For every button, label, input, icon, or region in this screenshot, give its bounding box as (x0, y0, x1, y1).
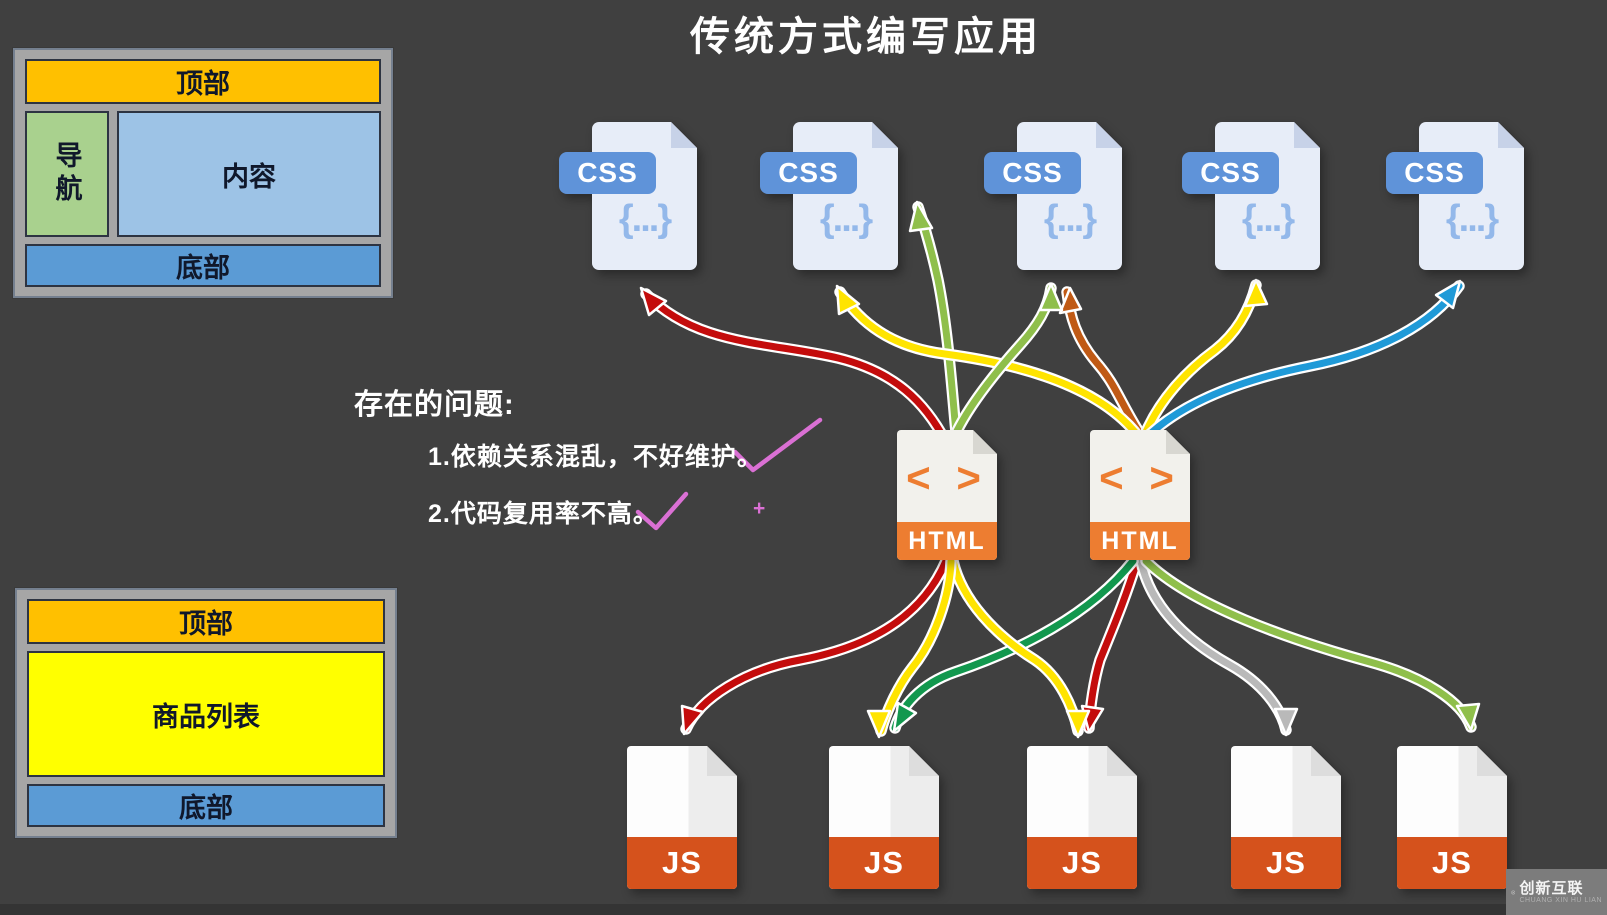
problem-item-2: 2.代码复用率不高。 (428, 500, 659, 528)
page-fold-icon (973, 430, 997, 454)
css-badge: CSS (1386, 152, 1483, 194)
arrow-html2-css5 (1144, 279, 1465, 440)
watermark-text: 创新互联 CHUANG XIN HU LIAN (1519, 879, 1602, 904)
page-fold-icon (1294, 122, 1320, 148)
shop-bottom-bar: 底部 (27, 784, 385, 827)
js-file-icon-3: JS (1027, 746, 1137, 889)
wireframe-content-box: 内容 (117, 111, 381, 237)
pink-plus-annotation: + (753, 497, 766, 520)
arrow-html2-css4 (1140, 278, 1269, 438)
css-file-icon-3: CSS {...} (984, 122, 1122, 270)
wireframe-content-label: 内容 (222, 161, 276, 192)
check-mark-item2 (635, 491, 689, 531)
wireframe-bottom-label: 底部 (176, 253, 230, 283)
js-label-band: JS (1027, 837, 1137, 889)
wireframe-shop-layout: 顶部 商品列表 底部 (15, 588, 397, 838)
arrow-html1-js2 (866, 555, 957, 739)
css-file-icon-1: CSS {...} (559, 122, 697, 270)
shop-top-label: 顶部 (179, 609, 233, 639)
page-fold-icon (1107, 746, 1137, 776)
js-label-band: JS (1397, 837, 1507, 889)
brand-x-icon (1511, 890, 1516, 894)
html-file-icon-1: < > HTML (897, 430, 997, 560)
css-braces-icon: {...} (1043, 198, 1097, 240)
code-chevrons-icon: < > (906, 454, 988, 501)
css-badge: CSS (1182, 152, 1279, 194)
arrow-html2-js5 (1140, 555, 1481, 733)
code-chevrons-icon: < > (1099, 454, 1181, 501)
arrow-html1-css1 (639, 286, 952, 448)
html-label-band: HTML (897, 522, 997, 560)
arrow-html2-js4 (1135, 555, 1299, 737)
page-fold-icon (1498, 122, 1524, 148)
css-badge: CSS (984, 152, 1081, 194)
shop-list-label: 商品列表 (152, 701, 260, 732)
page-fold-icon (1166, 430, 1190, 454)
check-mark-item1 (732, 417, 823, 473)
arrow-html1-css2 (908, 200, 962, 438)
html-label-band: HTML (1090, 522, 1190, 560)
css-braces-icon: {...} (1445, 198, 1499, 240)
shop-bottom-label: 底部 (179, 793, 233, 823)
page-fold-icon (909, 746, 939, 776)
shop-product-list-box: 商品列表 (27, 651, 385, 777)
js-file-icon-2: JS (829, 746, 939, 889)
js-file-icon-5: JS (1397, 746, 1507, 889)
page-fold-icon (671, 122, 697, 148)
page-fold-icon (1096, 122, 1122, 148)
css-file-icon-2: CSS {...} (760, 122, 898, 270)
arrow-html1-js3 (947, 555, 1091, 739)
watermark-subtitle: CHUANG XIN HU LIAN (1519, 896, 1602, 904)
page-fold-icon (707, 746, 737, 776)
js-file-icon-1: JS (627, 746, 737, 889)
wireframe-top-label: 顶部 (176, 69, 230, 99)
js-file-icon-4: JS (1231, 746, 1341, 889)
arrow-html2-css2 (834, 284, 1141, 438)
problems-heading: 存在的问题: (354, 389, 515, 421)
css-badge: CSS (559, 152, 656, 194)
arrow-html1-js1 (680, 555, 952, 736)
css-braces-icon: {...} (618, 198, 672, 240)
arrow-html2-js2 (889, 555, 1139, 734)
js-label-band: JS (627, 837, 737, 889)
page-fold-icon (872, 122, 898, 148)
arrow-html2-css3 (1058, 286, 1145, 438)
page-fold-icon (1477, 746, 1507, 776)
wireframe-bottom-bar: 底部 (25, 244, 381, 287)
wireframe-admin-layout: 顶部 导航 内容 底部 (13, 48, 393, 298)
bottom-edge-strip (0, 904, 1607, 915)
shop-top-bar: 顶部 (27, 599, 385, 644)
js-label-band: JS (1231, 837, 1341, 889)
wireframe-middle-row: 导航 内容 (25, 111, 381, 237)
css-braces-icon: {...} (819, 198, 873, 240)
problem-item-1: 1.依赖关系混乱，不好维护。 (428, 443, 763, 471)
page-fold-icon (1311, 746, 1341, 776)
arrow-html1-css3 (951, 282, 1064, 437)
page-title: 传统方式编写应用 (690, 15, 1042, 59)
watermark-logo: 创新互联 CHUANG XIN HU LIAN (1506, 869, 1607, 915)
wireframe-nav-label: 导航 (51, 141, 82, 207)
html-file-icon-2: < > HTML (1090, 430, 1190, 560)
wireframe-top-bar: 顶部 (25, 59, 381, 104)
css-file-icon-5: CSS {...} (1386, 122, 1524, 270)
css-badge: CSS (760, 152, 857, 194)
css-braces-icon: {...} (1241, 198, 1295, 240)
css-file-icon-4: CSS {...} (1182, 122, 1320, 270)
js-label-band: JS (829, 837, 939, 889)
watermark-name: 创新互联 (1519, 879, 1584, 897)
wireframe-nav-box: 导航 (25, 111, 109, 237)
